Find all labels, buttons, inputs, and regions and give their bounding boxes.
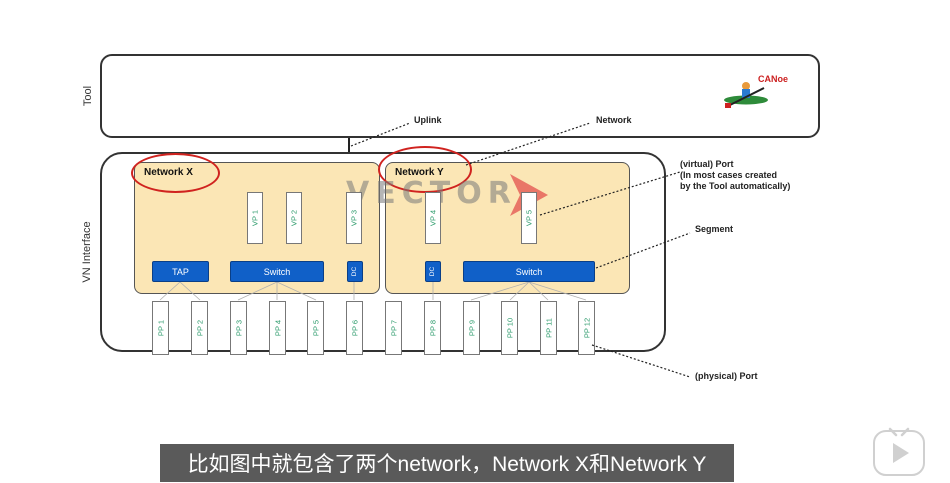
virtual-port: VP 4 <box>425 192 441 244</box>
segment-annotation: Segment <box>695 224 734 234</box>
physical-port: PP 7 <box>385 301 402 355</box>
virtual-port-annotation: (virtual) Port <box>680 159 734 169</box>
virtual-port: VP 2 <box>286 192 302 244</box>
physical-port-annotation: (physical) Port <box>695 371 758 381</box>
physical-port: PP 10 <box>501 301 518 355</box>
physical-port: PP 4 <box>269 301 286 355</box>
tap-block: TAP <box>152 261 209 282</box>
canoe-logo: CANoe <box>722 74 788 112</box>
network-annotation: Network <box>596 115 632 125</box>
physical-port: PP 11 <box>540 301 557 355</box>
canoe-logo-text: CANoe <box>758 74 789 84</box>
video-subtitle: 比如图中就包含了两个network，Network X和Network Y <box>160 444 734 482</box>
segment-lines <box>159 282 587 301</box>
uplink-annotation: Uplink <box>414 115 442 125</box>
switch-block: Switch <box>463 261 595 282</box>
virtual-port: VP 5 <box>521 192 537 244</box>
virtual-port: VP 3 <box>346 192 362 244</box>
physical-port: PP 1 <box>152 301 169 355</box>
physical-port: PP 5 <box>307 301 324 355</box>
play-icon[interactable] <box>872 425 926 482</box>
tool-box <box>100 54 820 138</box>
physical-port: PP 3 <box>230 301 247 355</box>
physical-port: PP 12 <box>578 301 595 355</box>
network-x-highlight <box>131 153 220 193</box>
dc-block: DC <box>347 261 363 282</box>
switch-block: Switch <box>230 261 324 282</box>
virtual-port: VP 1 <box>247 192 263 244</box>
physical-port: PP 6 <box>346 301 363 355</box>
physical-port: PP 2 <box>191 301 208 355</box>
dc-block: DC <box>425 261 441 282</box>
uplink-line <box>348 138 350 152</box>
physical-port: PP 9 <box>463 301 480 355</box>
physical-port: PP 8 <box>424 301 441 355</box>
virtual-port-note: (In most cases created by the Tool autom… <box>680 170 791 191</box>
